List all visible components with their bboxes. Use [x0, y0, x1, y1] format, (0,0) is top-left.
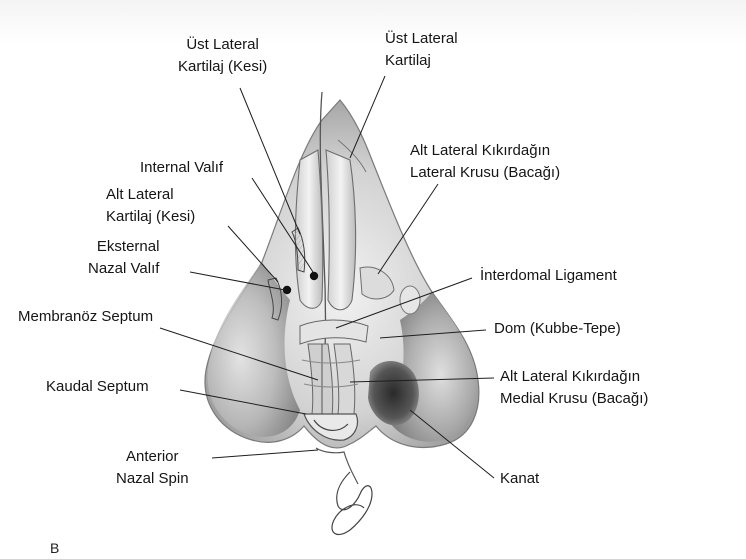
- label-membranoz-septum: Membranöz Septum: [18, 306, 153, 328]
- leader-anterior: [212, 450, 318, 458]
- anterior-nasal-spine: [316, 448, 358, 484]
- upper-lateral-left: [295, 150, 322, 308]
- label-ust-lateral-kartilaj-kesi: Üst Lateral Kartilaj (Kesi): [178, 34, 267, 78]
- label-dom: Dom (Kubbe-Tepe): [494, 318, 621, 340]
- label-interdomal-ligament: İnterdomal Ligament: [480, 265, 617, 287]
- upper-lateral-right: [326, 150, 356, 310]
- label-alt-lateral-kartilaj-kesi: Alt Lateral Kartilaj (Kesi): [106, 184, 195, 228]
- leader-ust-lateral-kesi: [240, 88, 300, 234]
- leader-ust-lateral: [350, 76, 385, 158]
- columella-base: [304, 414, 358, 440]
- label-kaudal-septum: Kaudal Septum: [46, 376, 149, 398]
- suture-squiggle: [332, 472, 372, 535]
- internal-valve-dot: [310, 272, 318, 280]
- label-alt-lateral-kikirdagin-medial-krusu: Alt Lateral Kıkırdağın Medial Krusu (Bac…: [500, 366, 648, 410]
- label-anterior-nazal-spin: Anterior Nazal Spin: [116, 446, 189, 490]
- label-kanat: Kanat: [500, 468, 539, 490]
- figure-letter: B: [50, 540, 59, 556]
- label-ust-lateral-kartilaj: Üst Lateral Kartilaj: [385, 28, 458, 72]
- label-internal-valif: Internal Valıf: [140, 157, 223, 179]
- label-alt-lateral-kikirdagin-lateral-krusu: Alt Lateral Kıkırdağın Lateral Krusu (Ba…: [410, 140, 560, 184]
- label-eksternal-nazal-valif: Eksternal Nazal Valıf: [88, 236, 159, 280]
